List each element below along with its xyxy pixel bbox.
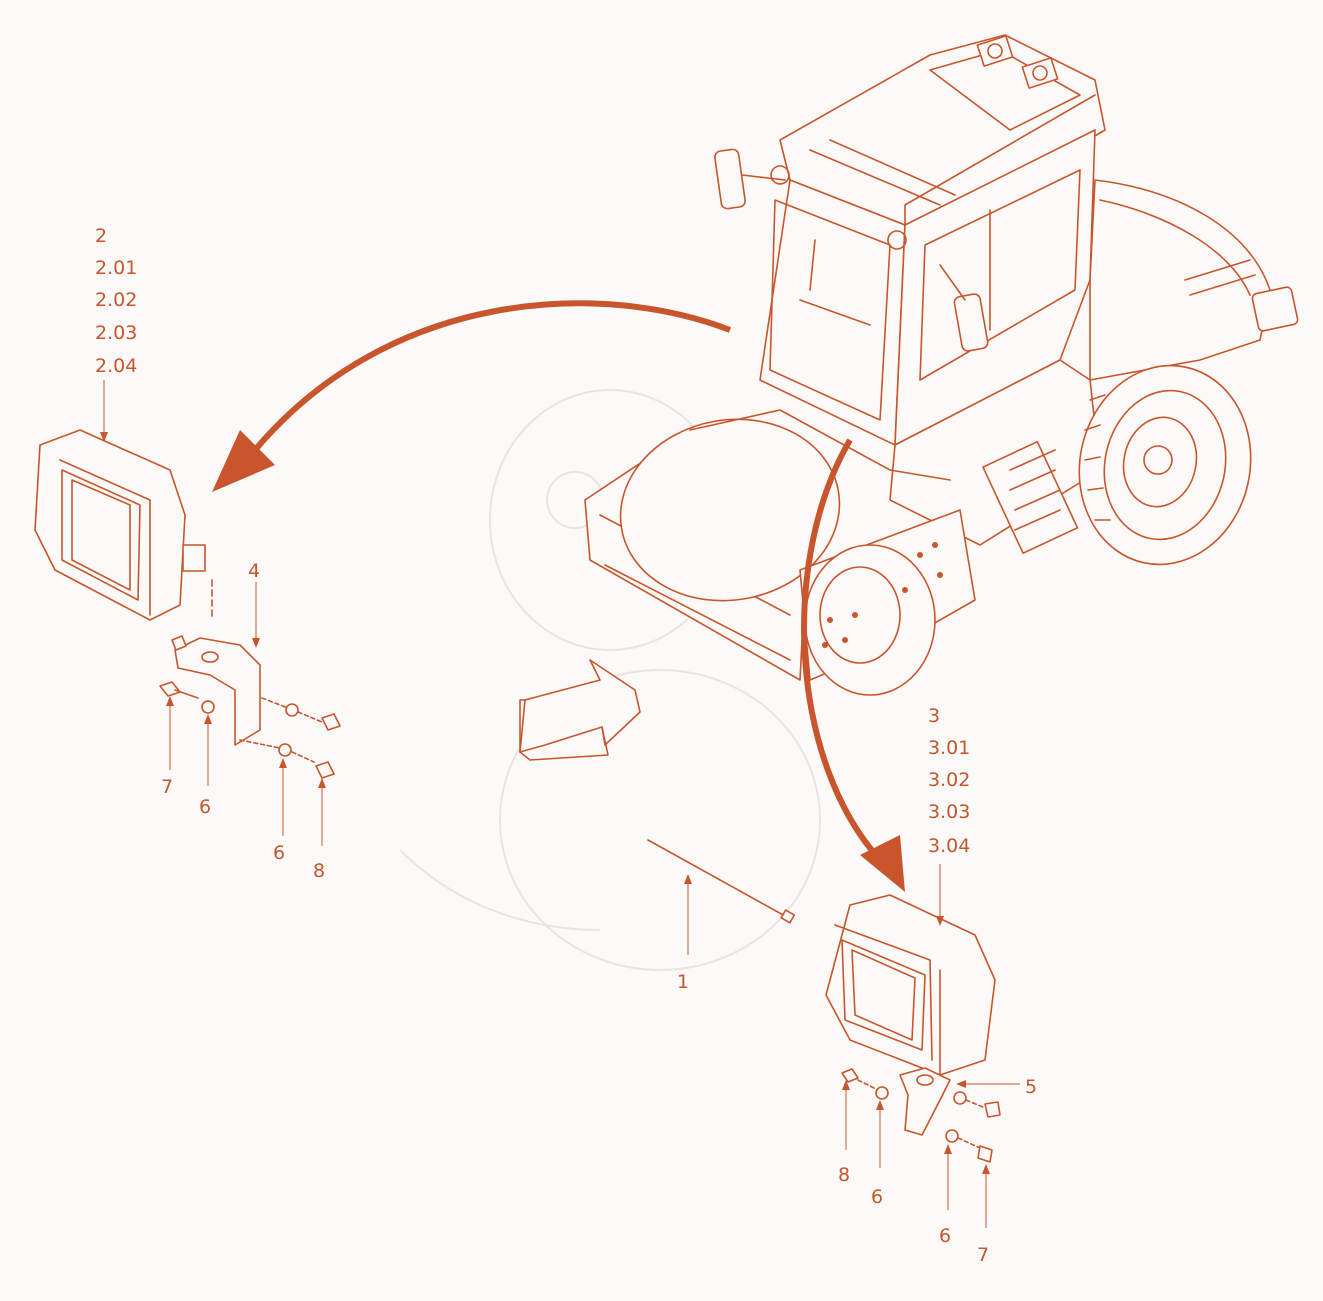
cable-tie — [647, 839, 796, 955]
callout-5: 5 — [1025, 1076, 1037, 1098]
left-lamp-callouts: 2 2.01 2.02 2.03 2.04 — [95, 225, 137, 377]
callout-4: 4 — [248, 560, 260, 582]
callout-1: 1 — [677, 971, 689, 993]
callout-3-04: 3.04 — [928, 835, 970, 857]
callout-right-7: 7 — [977, 1244, 989, 1266]
left-work-lamp — [34, 429, 213, 621]
left-bracket — [159, 635, 341, 779]
arrow-to-right-lamp — [801, 438, 905, 892]
right-lamp-callouts: 3 3.01 3.02 3.03 3.04 — [928, 705, 970, 857]
right-leaders — [842, 864, 1020, 1228]
callout-left-7: 7 — [161, 776, 173, 798]
callout-left-6b: 6 — [273, 842, 285, 864]
left-leaders — [100, 380, 326, 846]
callout-right-6b: 6 — [939, 1225, 951, 1247]
compactor-machine — [584, 34, 1299, 696]
callout-2-01: 2.01 — [95, 257, 137, 279]
callout-right-8: 8 — [838, 1164, 850, 1186]
callout-2-04: 2.04 — [95, 355, 137, 377]
callout-left-8: 8 — [313, 860, 325, 882]
callout-left-6a: 6 — [199, 796, 211, 818]
direction-arrow — [519, 659, 641, 761]
arrow-to-left-lamp — [212, 300, 732, 492]
right-bracket — [841, 1067, 1001, 1163]
right-work-lamp — [825, 894, 996, 1076]
callout-2-02: 2.02 — [95, 289, 137, 311]
callout-3: 3 — [928, 705, 940, 727]
callout-3-03: 3.03 — [928, 801, 970, 823]
callout-2: 2 — [95, 225, 107, 247]
callout-3-02: 3.02 — [928, 769, 970, 791]
callout-2-03: 2.03 — [95, 322, 137, 344]
callout-3-01: 3.01 — [928, 737, 970, 759]
callout-right-6a: 6 — [871, 1186, 883, 1208]
